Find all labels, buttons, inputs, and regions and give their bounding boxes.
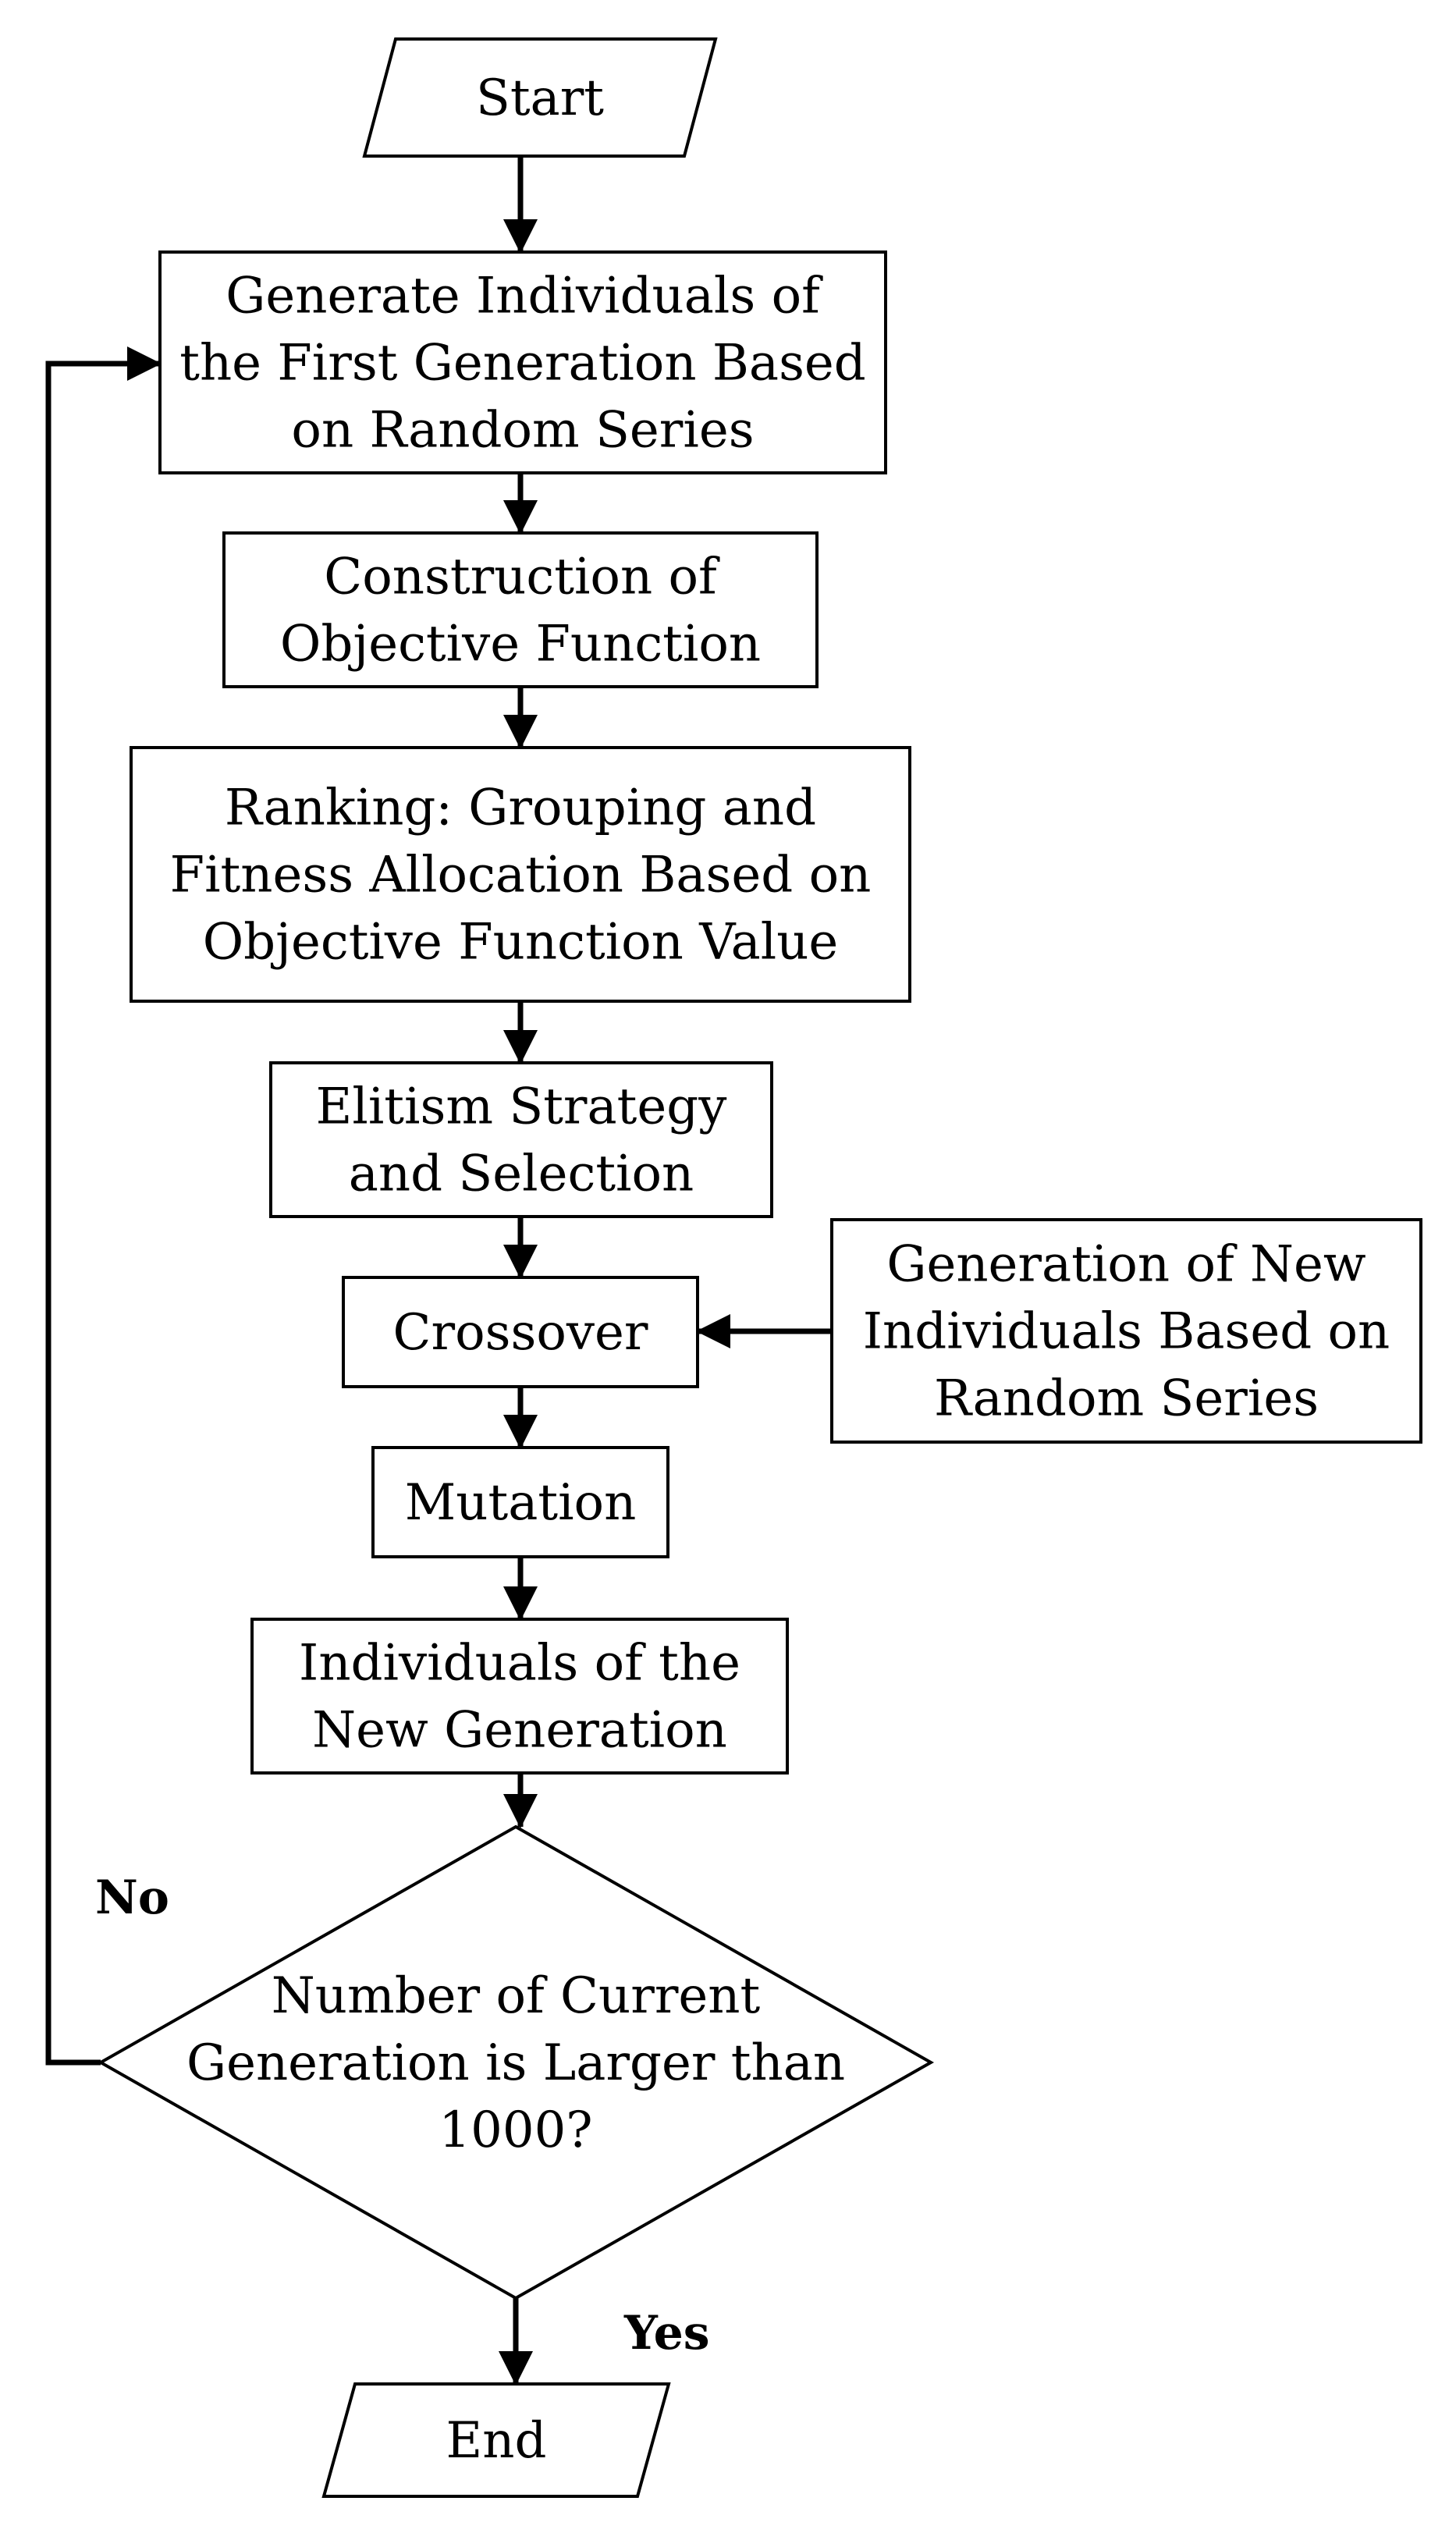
node-generate-first-line: on Random Series [291,402,754,460]
node-new-individuals-line: Random Series [934,1370,1319,1428]
node-objective-line: Objective Function [280,616,761,673]
node-new-generation-shape [250,1618,789,1775]
node-start-line: Start [476,69,604,127]
node-new-individuals-line: Generation of New [886,1236,1365,1294]
node-decision-line: Number of Current [272,1967,761,2025]
node-end-shape [321,2382,671,2498]
node-decision-shape [97,1824,935,2300]
node-elitism-line: and Selection [349,1146,694,1203]
node-ranking-line: Ranking: Grouping and [225,780,816,837]
node-new-individuals-shape [830,1218,1422,1444]
node-mutation-shape [371,1446,669,1558]
node-decision-line: Generation is Larger than [186,2034,845,2092]
edge-label-yes: Yes [623,2306,710,2361]
node-mutation: Mutation [371,1446,669,1558]
node-generate-first-line: the First Generation Based [179,335,866,393]
node-elitism-shape [269,1061,773,1218]
node-generate-first-line: Generate Individuals of [226,268,823,325]
node-objective-line: Construction of [324,549,720,606]
node-new-generation-line: Individuals of the [299,1635,740,1693]
node-new-individuals-line: Individuals Based on [863,1303,1390,1361]
node-decision-line: 1000? [439,2101,592,2159]
node-ranking-line: Objective Function Value [203,914,839,972]
node-ranking-line: Fitness Allocation Based on [170,847,872,904]
edge-decision-to-generate-first [45,346,162,2066]
node-mutation-line: Mutation [405,1474,637,1532]
node-elitism-line: Elitism Strategy [316,1078,727,1136]
node-elitism: Elitism Strategy and Selection [269,1061,773,1218]
edge-label-no: No [95,1870,169,1925]
node-ranking-shape [130,746,911,1003]
node-start: Start [362,37,718,158]
node-crossover: Crossover [342,1276,699,1388]
edges [45,156,832,2386]
node-new-generation-line: New Generation [312,1702,727,1760]
node-objective: Construction of Objective Function [222,531,819,688]
node-generate-first-shape [158,250,887,474]
node-generate-first: Generate Individuals of the First Generat… [158,250,887,474]
node-start-shape [362,37,718,158]
node-objective-shape [222,531,819,688]
node-crossover-shape [342,1276,699,1388]
node-end: End [321,2382,671,2498]
node-crossover-line: Crossover [393,1304,648,1362]
node-end-line: End [446,2412,547,2470]
